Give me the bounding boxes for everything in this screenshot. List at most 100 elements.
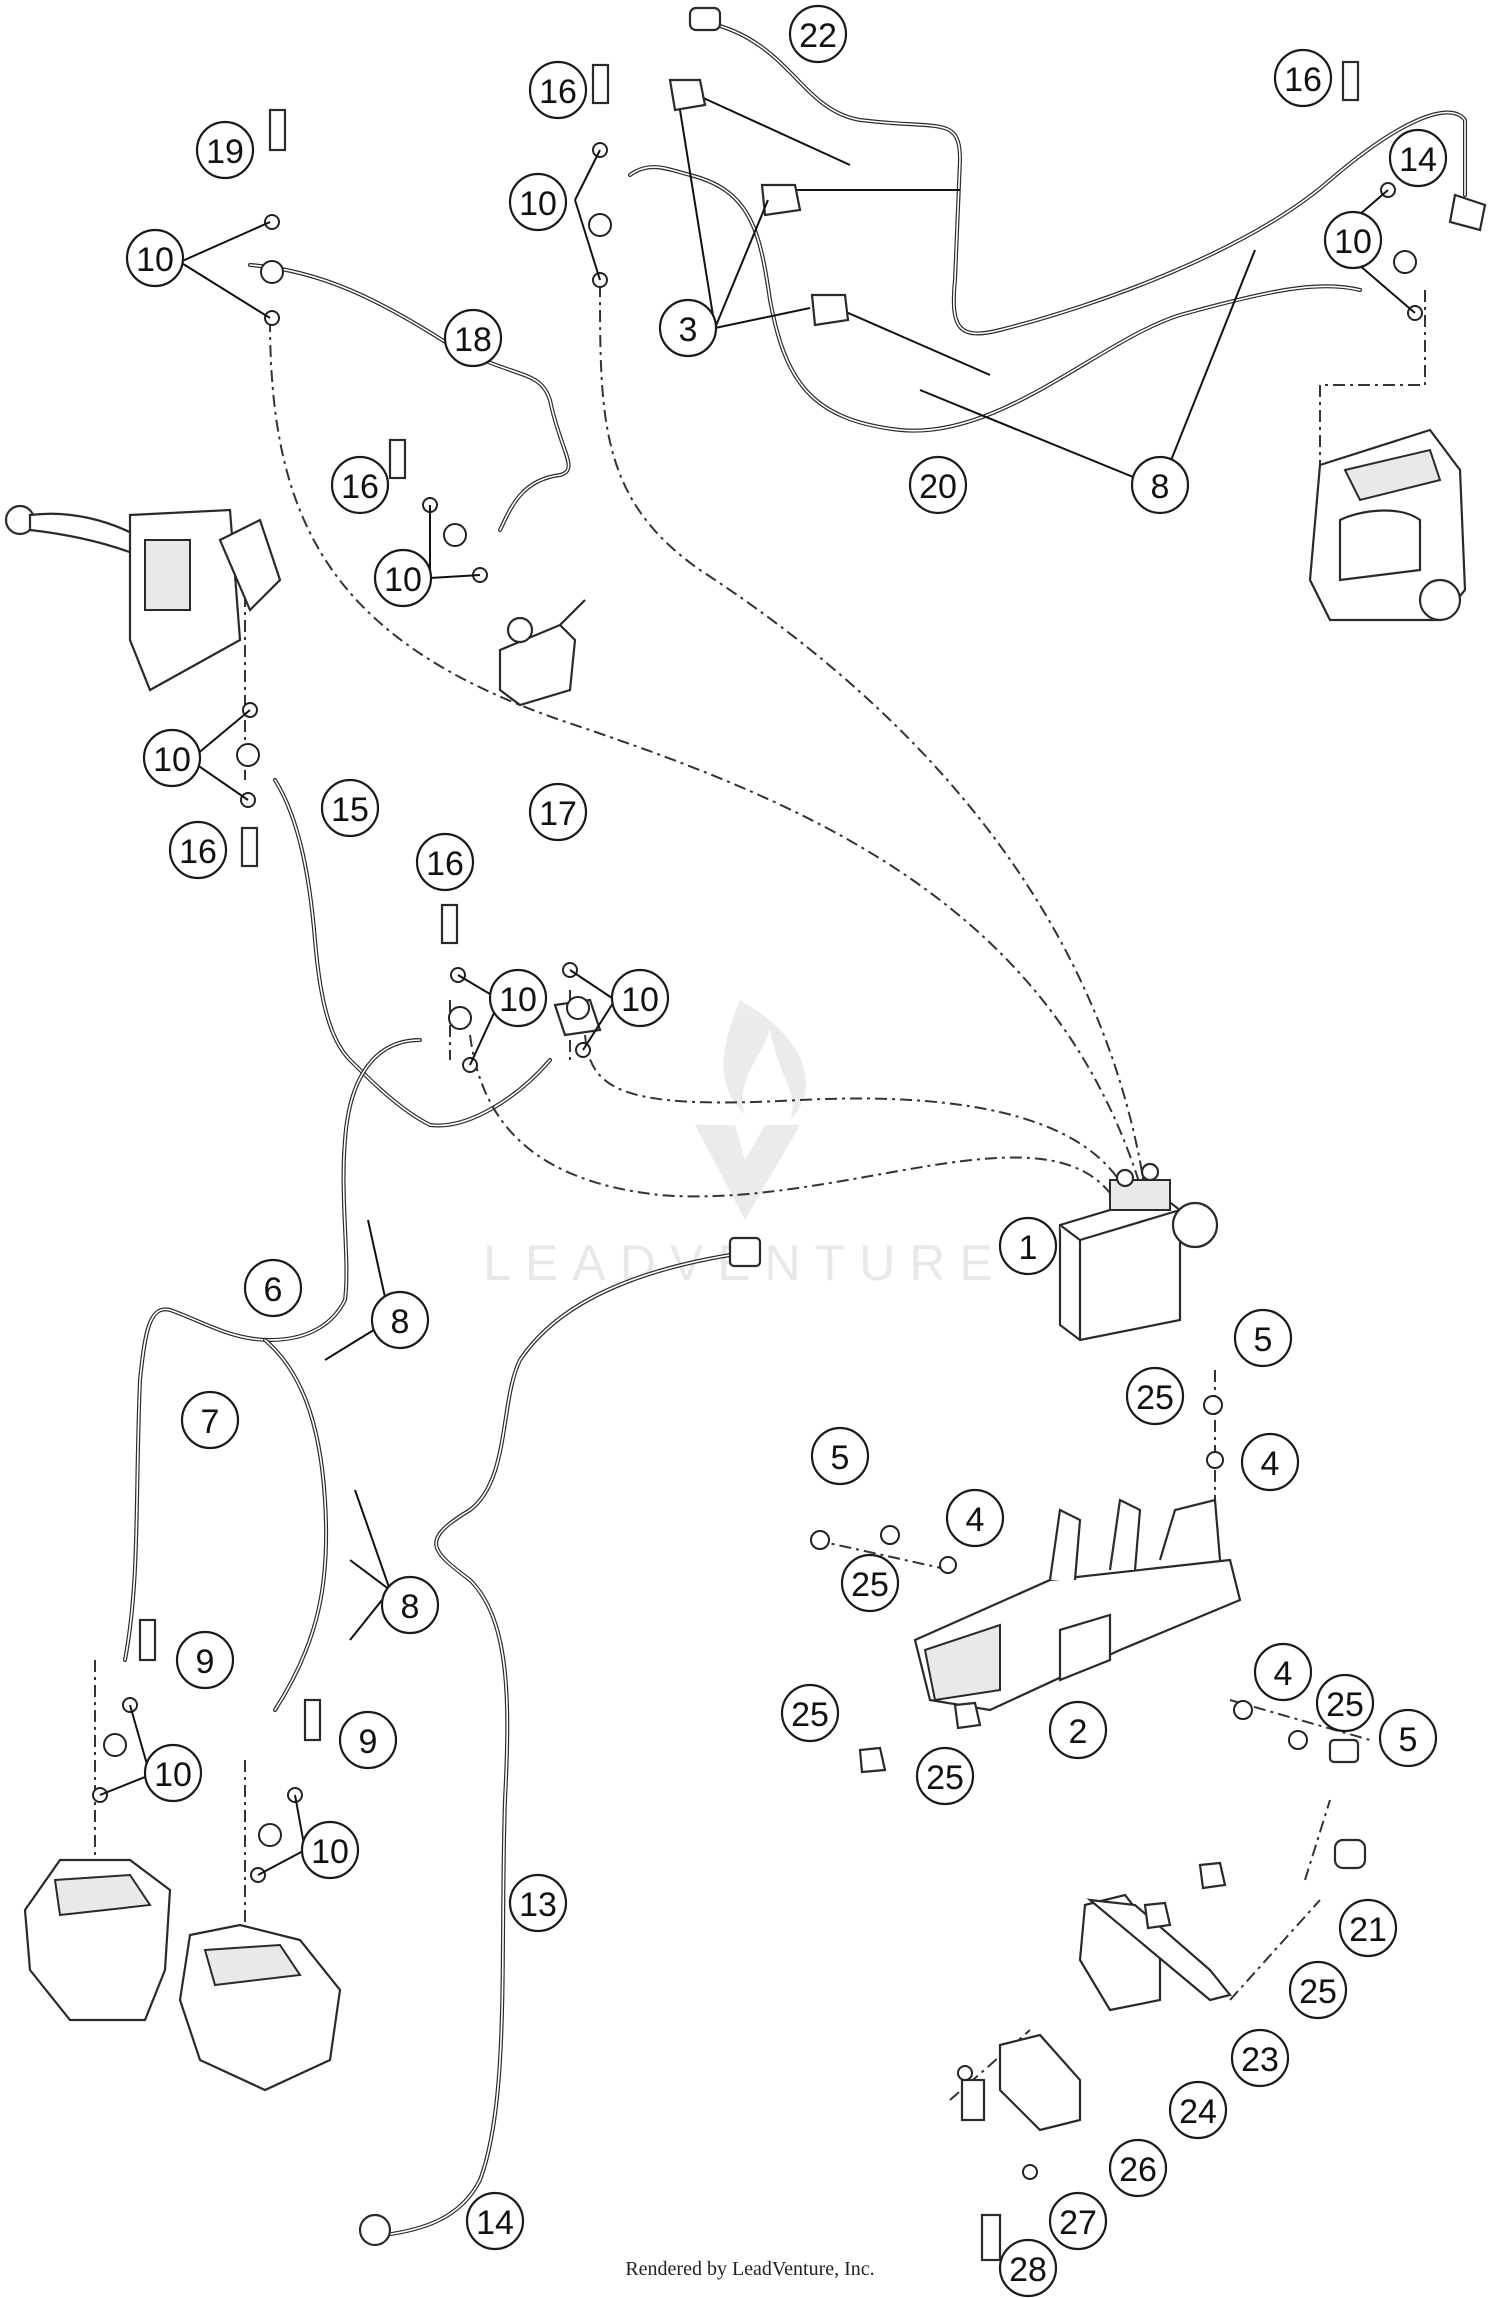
svg-text:4: 4 <box>1261 1445 1280 1483</box>
callout-10: 10 <box>143 1743 203 1803</box>
svg-text:7: 7 <box>201 1403 220 1441</box>
svg-text:25: 25 <box>1136 1379 1174 1417</box>
svg-text:10: 10 <box>1334 223 1372 261</box>
callout-25: 25 <box>1315 1673 1375 1733</box>
callout-23: 23 <box>1230 2028 1290 2088</box>
front-master-cylinder <box>4 504 282 692</box>
svg-text:19: 19 <box>206 133 244 171</box>
rear-master-cylinder <box>498 599 586 707</box>
small-fittings <box>138 6 1487 2262</box>
callout-7: 7 <box>180 1390 240 1450</box>
svg-text:10: 10 <box>153 741 191 779</box>
front-brake-calipers <box>23 1858 342 2092</box>
svg-text:1: 1 <box>1019 1229 1038 1267</box>
callout-20: 20 <box>908 455 968 515</box>
callout-18: 18 <box>443 308 503 368</box>
callout-9: 9 <box>338 1710 398 1770</box>
svg-text:25: 25 <box>851 1566 889 1604</box>
svg-text:16: 16 <box>341 468 379 506</box>
svg-text:6: 6 <box>264 1271 283 1309</box>
callout-10: 10 <box>373 548 433 608</box>
callout-28: 28 <box>998 2238 1058 2298</box>
callout-10: 10 <box>300 1820 360 1880</box>
svg-text:16: 16 <box>426 845 464 883</box>
svg-text:25: 25 <box>791 1696 829 1734</box>
washers-and-banjo-bolts <box>92 60 1423 2180</box>
svg-text:25: 25 <box>1326 1686 1364 1724</box>
callout-4: 4 <box>1240 1432 1300 1492</box>
abs-mounting-bracket <box>913 1498 1242 1712</box>
callout-25: 25 <box>780 1683 840 1743</box>
svg-text:8: 8 <box>401 1588 420 1626</box>
callout-10: 10 <box>488 968 548 1028</box>
callout-5: 5 <box>810 1426 870 1486</box>
callout-4: 4 <box>945 1488 1005 1548</box>
callout-14: 14 <box>1388 128 1448 188</box>
callout-15: 15 <box>320 778 380 838</box>
callout-17: 17 <box>528 782 588 842</box>
svg-text:13: 13 <box>519 1886 557 1924</box>
callout-9: 9 <box>175 1630 235 1690</box>
svg-text:21: 21 <box>1349 1911 1387 1949</box>
callout-16: 16 <box>168 820 228 880</box>
callout-22: 22 <box>788 4 848 64</box>
svg-text:10: 10 <box>621 981 659 1019</box>
svg-text:10: 10 <box>499 981 537 1019</box>
callout-10: 10 <box>1323 210 1383 270</box>
callout-16: 16 <box>330 455 390 515</box>
callout-10: 10 <box>508 172 568 232</box>
callout-2: 2 <box>1048 1700 1108 1760</box>
svg-text:16: 16 <box>1284 61 1322 99</box>
callout-13: 13 <box>508 1873 568 1933</box>
callout-16: 16 <box>1273 48 1333 108</box>
svg-text:27: 27 <box>1059 2204 1097 2242</box>
svg-text:24: 24 <box>1179 2093 1217 2131</box>
svg-text:5: 5 <box>831 1439 850 1477</box>
svg-text:5: 5 <box>1399 1721 1418 1759</box>
svg-text:8: 8 <box>391 1303 410 1341</box>
callout-24: 24 <box>1168 2080 1228 2140</box>
callout-14: 14 <box>465 2191 525 2251</box>
svg-text:10: 10 <box>519 185 557 223</box>
svg-text:14: 14 <box>476 2204 514 2242</box>
callout-5: 5 <box>1233 1308 1293 1368</box>
svg-text:10: 10 <box>311 1833 349 1871</box>
callout-6: 6 <box>243 1258 303 1318</box>
callout-25: 25 <box>1288 1960 1348 2020</box>
callout-25: 25 <box>915 1746 975 1806</box>
abs-control-module <box>998 1893 1232 2132</box>
callout-25: 25 <box>840 1553 900 1613</box>
svg-text:16: 16 <box>539 73 577 111</box>
svg-text:25: 25 <box>926 1759 964 1797</box>
callout-25: 25 <box>1125 1366 1185 1426</box>
svg-text:26: 26 <box>1119 2151 1157 2189</box>
svg-text:25: 25 <box>1299 1973 1337 2011</box>
callout-1: 1 <box>998 1216 1058 1276</box>
callout-10: 10 <box>610 968 670 1028</box>
callout-16: 16 <box>415 832 475 892</box>
svg-text:20: 20 <box>919 468 957 506</box>
rear-brake-caliper <box>1308 428 1467 622</box>
callout-21: 21 <box>1338 1898 1398 1958</box>
svg-text:10: 10 <box>136 241 174 279</box>
callout-8: 8 <box>380 1575 440 1635</box>
callout-8: 8 <box>370 1290 430 1350</box>
svg-text:10: 10 <box>384 561 422 599</box>
abs-hydraulic-unit <box>1058 1162 1219 1342</box>
svg-text:10: 10 <box>154 1756 192 1794</box>
svg-text:17: 17 <box>539 795 577 833</box>
svg-text:14: 14 <box>1399 141 1437 179</box>
callout-3: 3 <box>658 298 718 358</box>
svg-text:22: 22 <box>799 17 837 55</box>
footer-credit: Rendered by LeadVenture, Inc. <box>625 2258 875 2280</box>
callout-16: 16 <box>528 60 588 120</box>
brake-lines <box>123 20 1467 2237</box>
svg-text:3: 3 <box>679 311 698 349</box>
svg-text:5: 5 <box>1254 1321 1273 1359</box>
svg-text:9: 9 <box>196 1643 215 1681</box>
svg-text:8: 8 <box>1151 468 1170 506</box>
callout-10: 10 <box>142 728 202 788</box>
svg-text:23: 23 <box>1241 2041 1279 2079</box>
svg-text:9: 9 <box>359 1723 378 1761</box>
